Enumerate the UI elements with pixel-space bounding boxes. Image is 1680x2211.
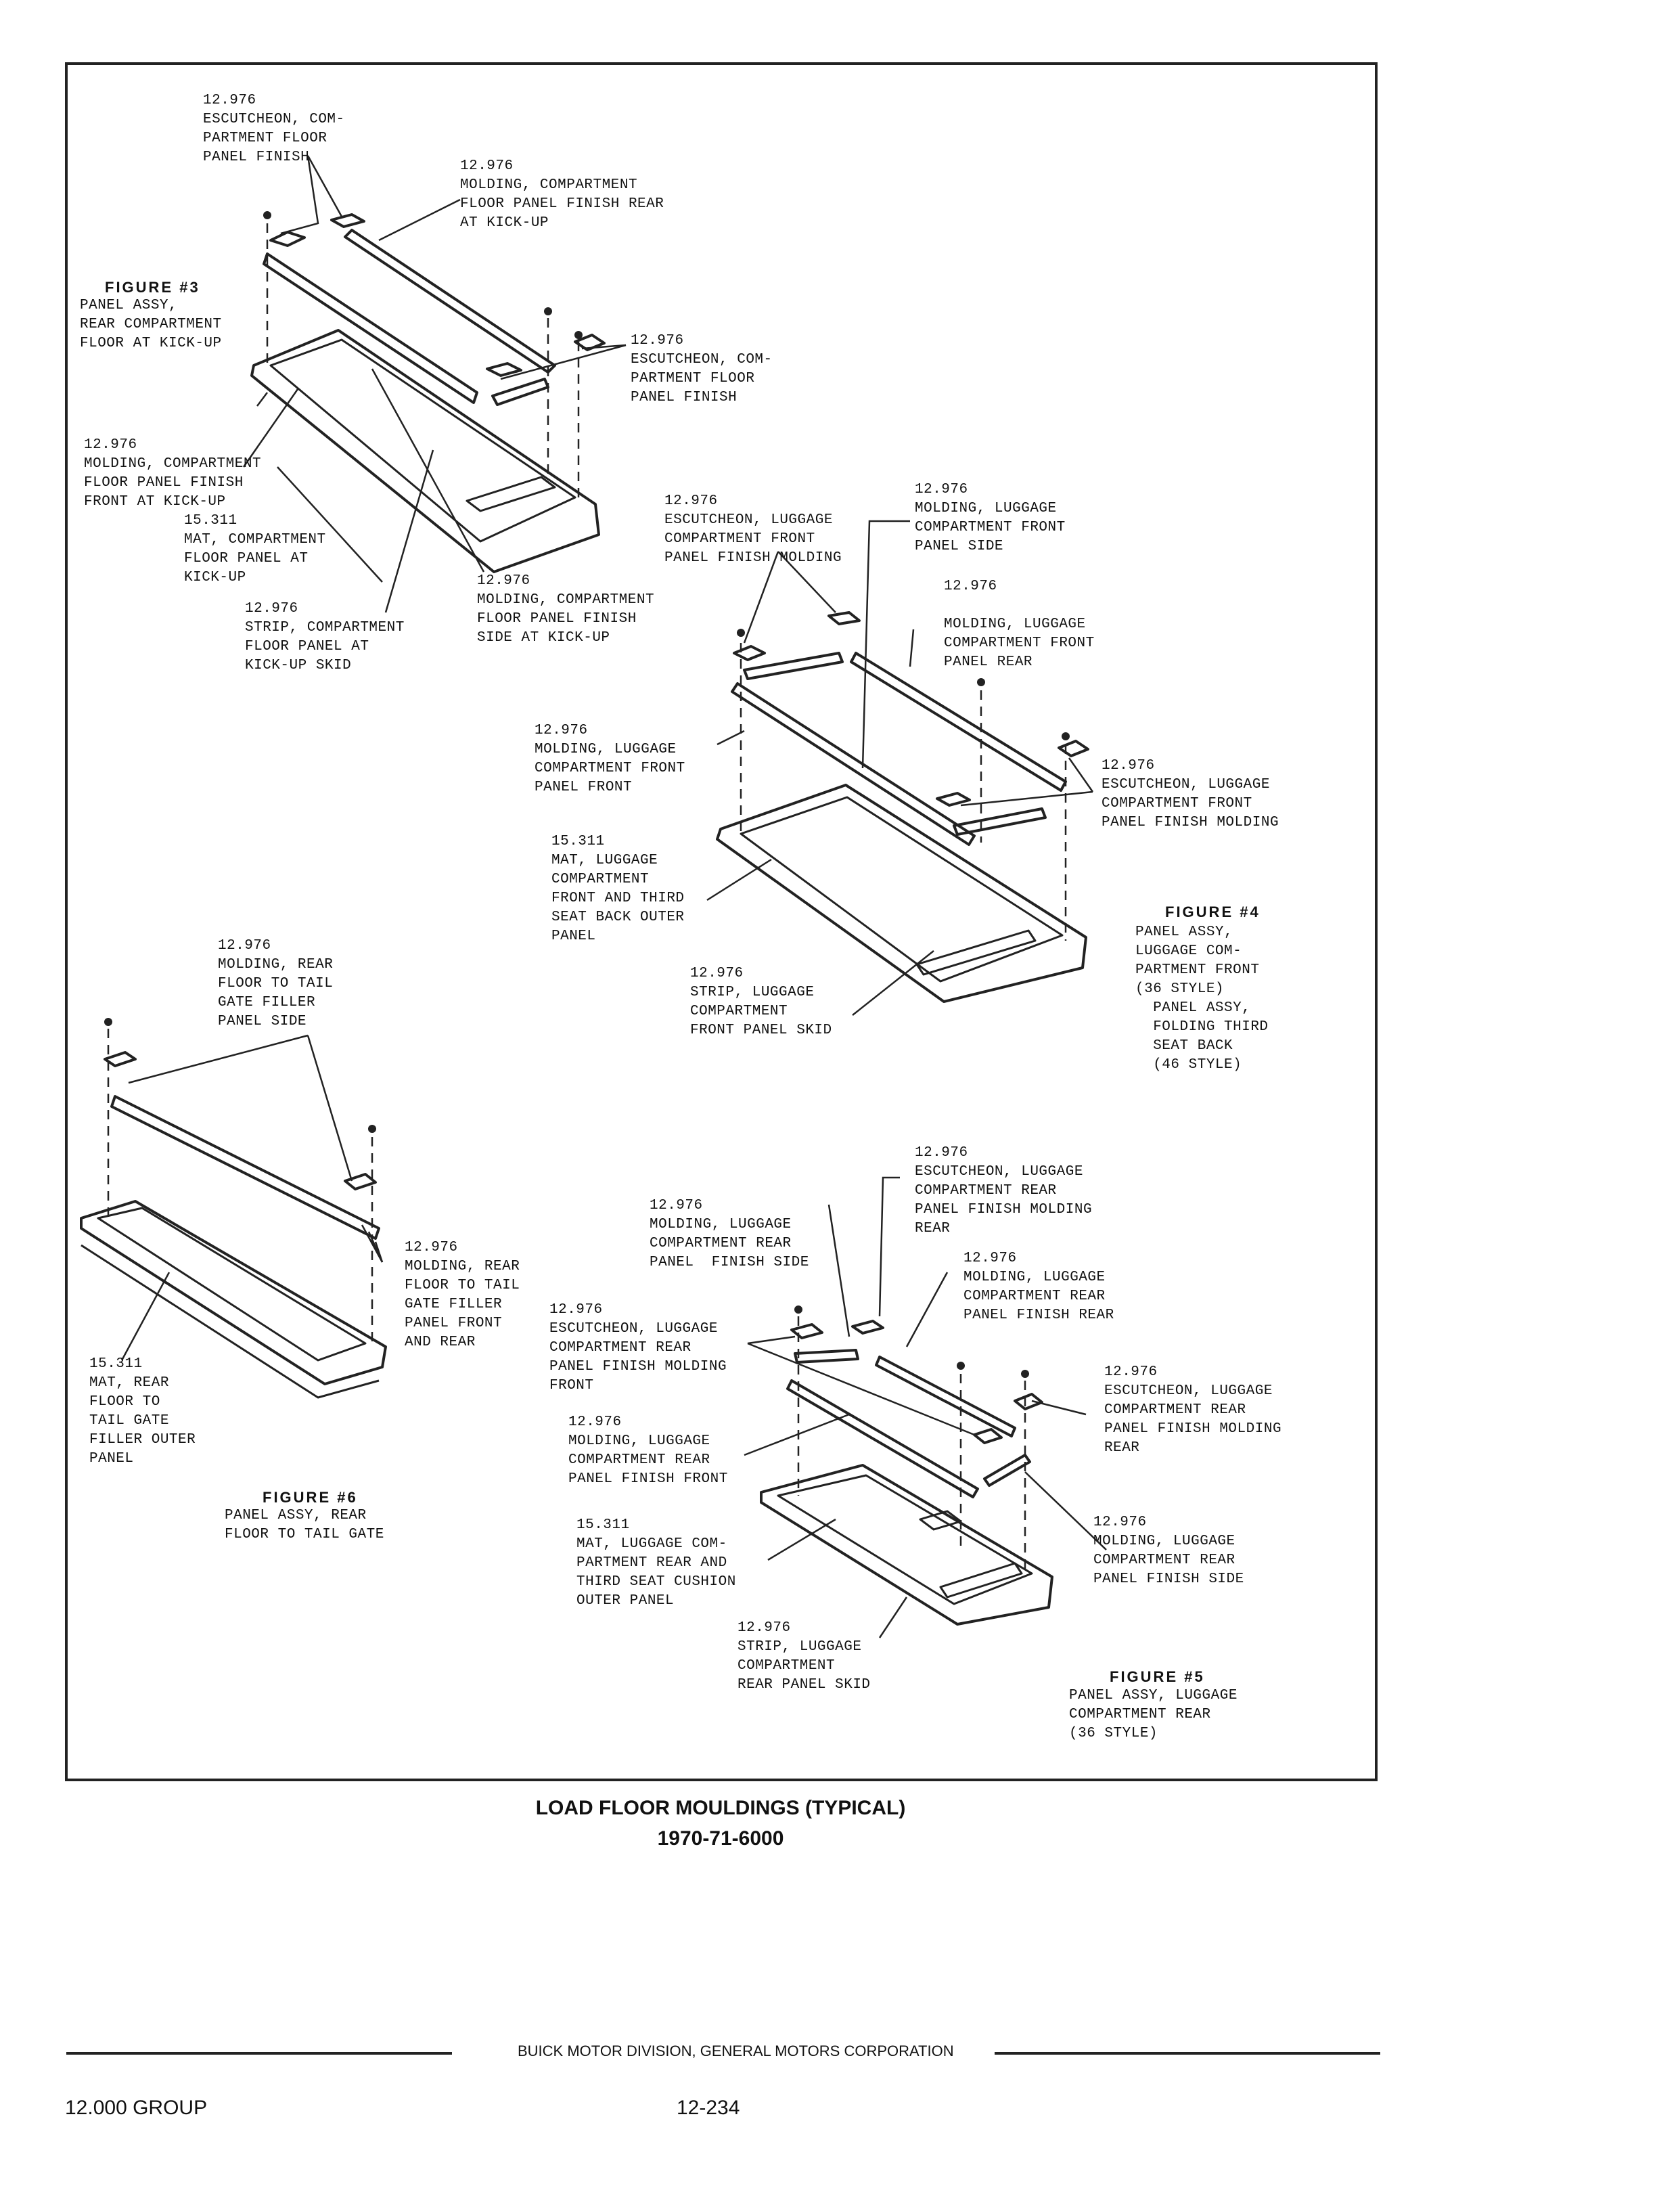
- fig5-molding-side: [794, 1349, 859, 1364]
- label-escutcheon-floor-top: 12.976 ESCUTCHEON, COM- PARTMENT FLOOR P…: [203, 93, 345, 165]
- label-panel-assy-lug-front: PANEL ASSY, LUGGAGE COM- PARTMENT FRONT …: [1135, 924, 1269, 1073]
- label-mat-lug-front: 15.311 MAT, LUGGAGE COMPARTMENT FRONT AN…: [551, 834, 685, 944]
- diagram-frame: [65, 62, 1378, 1781]
- label-panel-assy-tail: PANEL ASSY, REAR FLOOR TO TAIL GATE: [225, 1508, 384, 1542]
- fig6-escutcheon-top: [104, 1051, 137, 1067]
- label-molding-floor-rear: 12.976 MOLDING, COMPARTMENT FLOOR PANEL …: [460, 158, 664, 231]
- fig4-tray-inner: [740, 796, 1064, 983]
- footer-page-number: 12-234: [677, 2097, 740, 2119]
- fig4-molding-side-b: [953, 807, 1047, 836]
- fig6-tray-inner: [97, 1207, 367, 1362]
- fig4-molding-rear: [850, 652, 1067, 792]
- figure-4-title: FIGURE #4: [1165, 903, 1261, 920]
- label-molding-lug-front-side: 12.976 MOLDING, LUGGAGE COMPARTMENT FRON…: [915, 482, 1066, 554]
- fig3-tray: [250, 329, 600, 573]
- fig5-tray-inner: [777, 1474, 1033, 1605]
- label-escutcheon-lug-rear-rear-right: 12.976 ESCUTCHEON, LUGGAGE COMPARTMENT R…: [1104, 1364, 1282, 1456]
- footer-division: BUICK MOTOR DIVISION, GENERAL MOTORS COR…: [518, 2042, 954, 2059]
- fig5-escutcheon-rear: [851, 1320, 884, 1335]
- label-mat-tail: 15.311 MAT, REAR FLOOR TO TAIL GATE FILL…: [89, 1356, 196, 1467]
- fig5-molding-front: [786, 1379, 979, 1498]
- label-molding-lug-rear-rear: 12.976 MOLDING, LUGGAGE COMPARTMENT REAR…: [963, 1251, 1114, 1323]
- label-molding-lug-front-rear: 12.976 MOLDING, LUGGAGE COMPARTMENT FRON…: [944, 579, 1095, 670]
- label-molding-floor-side: 12.976 MOLDING, COMPARTMENT FLOOR PANEL …: [477, 573, 655, 646]
- fig4-molding-side: [743, 652, 844, 680]
- fig5-escutcheon-front: [790, 1323, 823, 1339]
- label-molding-floor-front: 12.976 MOLDING, COMPARTMENT FLOOR PANEL …: [84, 437, 262, 510]
- label-molding-lug-rear-side-top: 12.976 MOLDING, LUGGAGE COMPARTMENT REAR…: [650, 1198, 809, 1270]
- label-molding-lug-front-front: 12.976 MOLDING, LUGGAGE COMPARTMENT FRON…: [535, 723, 685, 795]
- fig5-escutcheon-right: [973, 1428, 1003, 1444]
- fig5-escutcheon-right-b: [1014, 1393, 1043, 1410]
- footer-rule-left: [66, 2052, 452, 2055]
- label-mat-floor: 15.311 MAT, COMPARTMENT FLOOR PANEL AT K…: [184, 513, 326, 585]
- fig4-escutcheon-left-b: [827, 611, 861, 625]
- label-panel-assy-lug-rear: PANEL ASSY, LUGGAGE COMPARTMENT REAR (36…: [1069, 1688, 1238, 1741]
- label-strip-floor-skid: 12.976 STRIP, COMPARTMENT FLOOR PANEL AT…: [245, 601, 405, 673]
- label-escutcheon-lug-rear-top: 12.976 ESCUTCHEON, LUGGAGE COMPARTMENT R…: [915, 1145, 1093, 1236]
- fig3-molding-front: [263, 252, 478, 404]
- label-mat-lug-rear: 15.311 MAT, LUGGAGE COM- PARTMENT REAR A…: [576, 1517, 736, 1609]
- caption-title: LOAD FLOOR MOULDINGS (TYPICAL): [535, 1797, 906, 1819]
- fig5-molding-rear: [875, 1356, 1016, 1437]
- caption-number: 1970-71-6000: [657, 1827, 784, 1850]
- label-escutcheon-lug-rear-front: 12.976 ESCUTCHEON, LUGGAGE COMPARTMENT R…: [549, 1302, 727, 1393]
- figure-3-title: FIGURE #3: [105, 279, 200, 296]
- figure-6-title: FIGURE #6: [263, 1489, 358, 1506]
- fig3-side-molding: [491, 378, 549, 406]
- fig3-tray-inner: [269, 338, 576, 543]
- fig6-molding: [110, 1095, 380, 1240]
- fig5-skid: [939, 1562, 1023, 1599]
- figure-5-title: FIGURE #5: [1110, 1668, 1205, 1685]
- fig3-escutcheon-left-b: [330, 213, 365, 228]
- label-escutcheon-lug-front-right: 12.976 ESCUTCHEON, LUGGAGE COMPARTMENT F…: [1102, 758, 1279, 830]
- label-strip-lug-rear-skid: 12.976 STRIP, LUGGAGE COMPARTMENT REAR P…: [737, 1620, 871, 1693]
- fig6-tray: [80, 1200, 387, 1385]
- label-panel-assy-rear-floor: PANEL ASSY, REAR COMPARTMENT FLOOR AT KI…: [80, 298, 222, 351]
- footer-rule-right: [995, 2052, 1380, 2055]
- footer-group: 12.000 GROUP: [65, 2097, 208, 2119]
- fig4-tray: [716, 784, 1087, 1003]
- fig3-escutcheon-left: [269, 231, 306, 247]
- fig4-escutcheon-right: [936, 792, 971, 807]
- fig3-escutcheon-right-b: [574, 334, 606, 351]
- fig5-tray: [760, 1464, 1053, 1626]
- fig3-skid: [466, 476, 556, 512]
- fig4-skid: [915, 929, 1037, 976]
- fig6-escutcheon-bottom: [344, 1173, 377, 1190]
- label-strip-lug-front-skid: 12.976 STRIP, LUGGAGE COMPARTMENT FRONT …: [690, 966, 832, 1038]
- label-escutcheon-lug-front-left: 12.976 ESCUTCHEON, LUGGAGE COMPARTMENT F…: [664, 493, 842, 566]
- label-molding-tail-side: 12.976 MOLDING, REAR FLOOR TO TAIL GATE …: [218, 938, 334, 1029]
- fig3-molding-rear: [344, 229, 556, 374]
- fig5-molding-side-b: [983, 1454, 1031, 1487]
- label-molding-tail-front-rear: 12.976 MOLDING, REAR FLOOR TO TAIL GATE …: [405, 1240, 520, 1350]
- label-escutcheon-floor-right: 12.976 ESCUTCHEON, COM- PARTMENT FLOOR P…: [631, 333, 773, 405]
- fig6-tray-edge: [81, 1244, 380, 1399]
- fig4-escutcheon-left: [733, 645, 766, 661]
- label-molding-lug-rear-side-bottom: 12.976 MOLDING, LUGGAGE COMPARTMENT REAR…: [1093, 1515, 1244, 1587]
- label-molding-lug-rear-front: 12.976 MOLDING, LUGGAGE COMPARTMENT REAR…: [568, 1414, 728, 1487]
- fig3-escutcheon-right: [486, 362, 522, 377]
- fig4-escutcheon-right-b: [1058, 740, 1089, 757]
- fig4-molding-front: [731, 682, 976, 846]
